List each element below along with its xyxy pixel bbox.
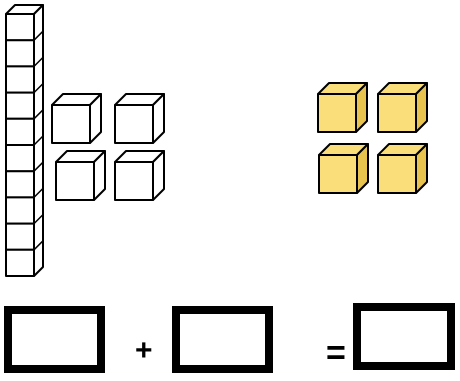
tens-rod-unit bbox=[5, 117, 35, 146]
white-cube bbox=[51, 93, 102, 144]
yellow-cube bbox=[377, 82, 428, 133]
yellow-cube bbox=[318, 143, 369, 194]
tens-rod-side-divider bbox=[33, 214, 44, 225]
tens-rod-side-divider bbox=[33, 240, 44, 251]
plus-sign: + bbox=[135, 334, 153, 367]
tens-rod-unit bbox=[5, 196, 35, 225]
white-ones-cubes bbox=[51, 93, 165, 201]
tens-rod-unit bbox=[5, 91, 35, 120]
white-cube bbox=[114, 93, 165, 144]
tens-rod-side-divider bbox=[33, 109, 44, 120]
equals-sign: = bbox=[326, 334, 346, 372]
tens-rod-unit bbox=[5, 65, 35, 94]
white-cube bbox=[55, 150, 106, 201]
tens-rod-side-divider bbox=[33, 83, 44, 94]
yellow-ones-cubes bbox=[317, 82, 428, 194]
tens-rod-side-divider bbox=[33, 30, 44, 41]
white-cube bbox=[114, 150, 165, 201]
tens-rod-unit bbox=[5, 222, 35, 251]
yellow-cube bbox=[317, 82, 368, 133]
answer-box-first-addend[interactable] bbox=[4, 306, 105, 373]
answer-box-sum[interactable] bbox=[353, 303, 455, 370]
tens-rod-unit bbox=[5, 13, 35, 42]
tens-rod-unit bbox=[5, 248, 35, 277]
tens-rod-unit bbox=[5, 39, 35, 68]
tens-rod-side-divider bbox=[33, 187, 44, 198]
tens-rod-unit bbox=[5, 170, 35, 199]
tens-rod-side-divider bbox=[33, 161, 44, 172]
yellow-cube bbox=[377, 143, 428, 194]
answer-box-second-addend[interactable] bbox=[172, 306, 273, 373]
tens-rod-unit bbox=[5, 144, 35, 173]
tens-rod-side-divider bbox=[33, 4, 44, 15]
tens-rod-side-divider bbox=[33, 56, 44, 67]
tens-rod bbox=[5, 4, 44, 277]
tens-rod-side-divider bbox=[33, 135, 44, 146]
